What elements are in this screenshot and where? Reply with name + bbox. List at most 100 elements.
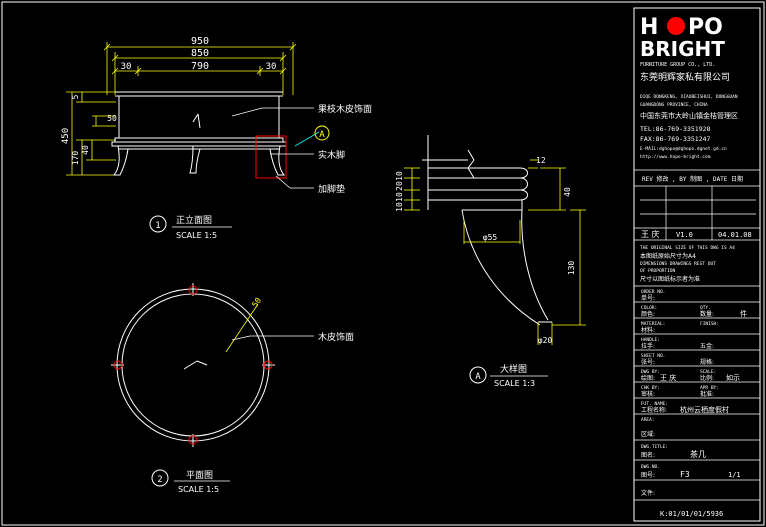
field-qty-en: QTY.	[700, 305, 711, 311]
field-dwg-by-value: 王 庆	[660, 373, 676, 382]
notice-line: OF PROPORTION	[640, 268, 676, 274]
detail-dim-diameter-bottom: φ20	[538, 336, 553, 345]
detail-dim-c: 10	[395, 192, 404, 202]
field-scale-cn: 比例:	[700, 374, 714, 382]
dim-leg-area: 50	[107, 114, 117, 123]
field-qty-cn: 数量:	[700, 310, 714, 318]
logo-po: PO	[688, 15, 723, 40]
plan-circles	[116, 288, 270, 442]
field-spec-cn: 规格:	[700, 358, 714, 366]
detail-view[interactable]: 12 10 20 10 10 40 φ55 130 φ20 A 大样图 SCAL…	[395, 135, 586, 388]
notice-line: 本图纸原始尺寸为A4	[640, 252, 696, 260]
detail-view-number: A	[475, 372, 481, 382]
field-handle-cn: 拉手:	[641, 342, 655, 350]
project-label-en: PJT. NAME:	[641, 401, 668, 407]
dim-center-width: 790	[191, 61, 209, 72]
dim-left-margin: 30	[121, 62, 132, 72]
dim-inner-width: 850	[191, 48, 209, 59]
plan-leader	[231, 335, 251, 341]
detail-view-number-circle	[469, 366, 487, 384]
tel-line: TEL:86-769-3351928	[640, 125, 711, 133]
label-leg: 实木脚	[318, 149, 345, 161]
field-dwg-by-cn: 绘图:	[641, 374, 655, 382]
detail-dim-length: 130	[567, 261, 576, 276]
view-number-circle	[149, 215, 167, 233]
view-title: 正立面图	[176, 214, 212, 226]
detail-marker-letter: A	[319, 130, 325, 140]
label-foot-pad: 加脚垫	[318, 183, 345, 195]
plan-view[interactable]: 50 木皮饰面 2 平面图 SCALE 1:5	[111, 283, 354, 494]
revision-header: REV 修改 , BY 制图 , DATE 日期	[642, 175, 743, 183]
detail-dim-diameter-top: φ55	[483, 233, 498, 242]
sheet-count: 1/1	[728, 471, 741, 479]
address-line: GUANGDONG PROVINCE, CHINA	[640, 102, 708, 108]
title-block-frame	[633, 7, 761, 522]
company-en: FURNITURE GROUP CO., LTD.	[640, 62, 715, 68]
field-color-cn: 颜色:	[641, 310, 655, 318]
notice-lines: THE ORIGINAL SIZE OF THIS DWG IS A4 本图纸原…	[640, 245, 735, 283]
view-number: 1	[155, 221, 160, 231]
file-no: K:01/01/01/5936	[660, 510, 723, 518]
detail-dim-a: 10	[395, 171, 404, 181]
field-apr-by-en: APR BY:	[700, 385, 719, 391]
field-order-en: ORDER NO.	[641, 289, 665, 295]
field-finish-en: FINISH:	[700, 321, 719, 327]
dim-overall-width: 950	[191, 36, 209, 47]
dwg-no: F3	[680, 470, 690, 479]
field-color-en: COLOR:	[641, 305, 657, 311]
logo-bright: BRIGHT	[640, 37, 725, 61]
plan-view-scale: SCALE 1:5	[178, 485, 219, 494]
dim-foot: 40	[81, 145, 90, 155]
revision-version: V1.0	[676, 231, 693, 239]
field-hardware-cn: 五金:	[700, 342, 714, 350]
dwg-title-label-en: DWG.TITLE:	[641, 444, 668, 450]
dwg-no-label-cn: 图号:	[641, 472, 655, 479]
field-material-en: MATERIAL:	[641, 321, 665, 327]
detail-dim-b: 20	[395, 181, 404, 191]
front-elevation-view[interactable]: 950 850 30 790 30 450 5 50 170 40	[61, 36, 372, 240]
dim-top-lip: 5	[71, 94, 80, 99]
plan-radial-dim: 50	[250, 296, 263, 309]
field-dwg-by-en: DWG BY:	[641, 369, 660, 375]
address-line: 中国东莞市大岭山镇金桔管理区	[640, 111, 738, 120]
company-address: DIQE DONGKENG, XIAOBEISHUI, DONGGUAN GUA…	[640, 94, 738, 160]
file-label: 文件:	[641, 489, 655, 497]
detail-outline	[422, 135, 552, 326]
front-top-dimensions	[103, 42, 297, 95]
dwg-title: 茶几	[690, 449, 706, 459]
revision-date: 04.01.08	[718, 231, 752, 239]
notice-line: 尺寸以图纸标示者为准	[640, 275, 700, 283]
detail-dimensions	[404, 159, 586, 345]
notice-line: THE ORIGINAL SIZE OF THIS DWG IS A4	[640, 245, 735, 251]
label-veneer: 木皮饰面	[318, 331, 354, 343]
title-block[interactable]: H PO BRIGHT FURNITURE GROUP CO., LTD. 东莞…	[633, 7, 761, 522]
field-sheet-en: SHEET NO.	[641, 353, 665, 359]
web-line: http://www.hopo-bright.com	[640, 154, 711, 160]
project-name: 杭州云栖度假村	[680, 405, 729, 414]
plan-leg-ticks	[111, 283, 275, 447]
plan-view-title: 平面图	[186, 470, 213, 481]
dim-base-height: 170	[71, 151, 80, 166]
detail-callout-box	[255, 135, 287, 179]
dwg-no-label-en: DWG.NO.	[641, 464, 660, 470]
dim-height: 450	[61, 128, 71, 144]
logo-o-mark	[667, 17, 685, 35]
fax-line: FAX:86-769-3351247	[640, 135, 711, 143]
field-handle-en: HANDLE:	[641, 337, 660, 343]
table-body-outline	[111, 91, 287, 150]
label-top-finish: 果枝木皮饰面	[318, 103, 372, 115]
detail-dim-right: 40	[563, 187, 572, 197]
fields-grid	[634, 285, 760, 501]
address-line: DIQE DONGKENG, XIAOBEISHUI, DONGGUAN	[640, 94, 738, 100]
dwg-title-label-cn: 图名:	[641, 451, 655, 459]
field-scale-value: 如示	[726, 373, 740, 382]
front-left-dimensions	[66, 91, 116, 176]
field-chk-by-cn: 审核:	[641, 390, 655, 398]
plan-leg-markers	[113, 285, 273, 445]
field-order-cn: 单号:	[641, 294, 655, 302]
area-label-cn: 区域:	[641, 430, 655, 438]
dim-right-margin: 30	[266, 62, 277, 72]
project-label-cn: 工程名称:	[641, 406, 667, 414]
